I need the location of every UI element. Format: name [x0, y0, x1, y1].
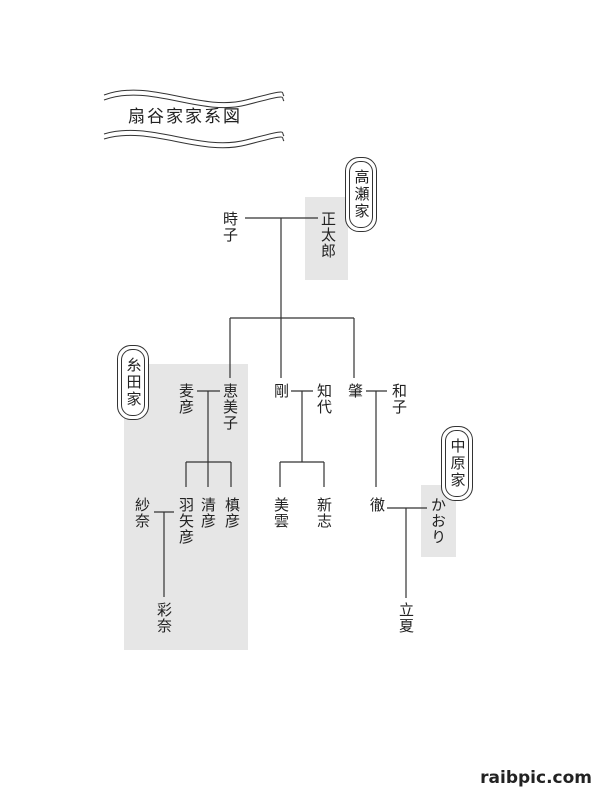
- person-hanehiko: 羽矢彦: [177, 497, 195, 545]
- family-badge-takase: 高瀬家: [345, 157, 377, 232]
- person-rikka: 立夏: [397, 602, 415, 634]
- person-emiko: 恵美子: [221, 383, 239, 431]
- person-tokiko: 時子: [221, 211, 239, 243]
- family-badge-itoda: 糸田家: [117, 345, 149, 420]
- title-ornament: [103, 89, 285, 149]
- watermark: raibpic.com: [480, 768, 592, 788]
- person-susumu: 肇: [346, 383, 364, 399]
- person-tomoyo: 知代: [315, 383, 333, 415]
- person-sana: 紗奈: [133, 497, 151, 529]
- person-miun: 美雲: [272, 497, 290, 529]
- person-kiyohiko: 清彦: [199, 497, 217, 529]
- person-toru: 徹: [368, 497, 386, 513]
- takase-shade: [305, 197, 348, 280]
- family-badge-takase-label: 高瀬家: [352, 169, 371, 220]
- family-badge-nakahara-label: 中原家: [448, 438, 467, 489]
- diagram-title-block: 扇谷家家系図: [98, 82, 286, 148]
- family-badge-itoda-label: 糸田家: [124, 357, 143, 408]
- person-shinji: 新志: [315, 497, 333, 529]
- family-badge-nakahara: 中原家: [441, 426, 473, 501]
- diagram-title: 扇谷家家系図: [128, 107, 242, 127]
- person-tsuyoshi: 剛: [272, 383, 290, 399]
- person-mugihiko: 麦彦: [177, 383, 195, 415]
- person-shotaro: 正太郎: [319, 211, 337, 259]
- person-kaori: かおり: [429, 497, 447, 545]
- person-makihiko: 槙彦: [223, 497, 241, 529]
- person-kazuko: 和子: [390, 383, 408, 415]
- person-ayana: 彩奈: [155, 602, 173, 634]
